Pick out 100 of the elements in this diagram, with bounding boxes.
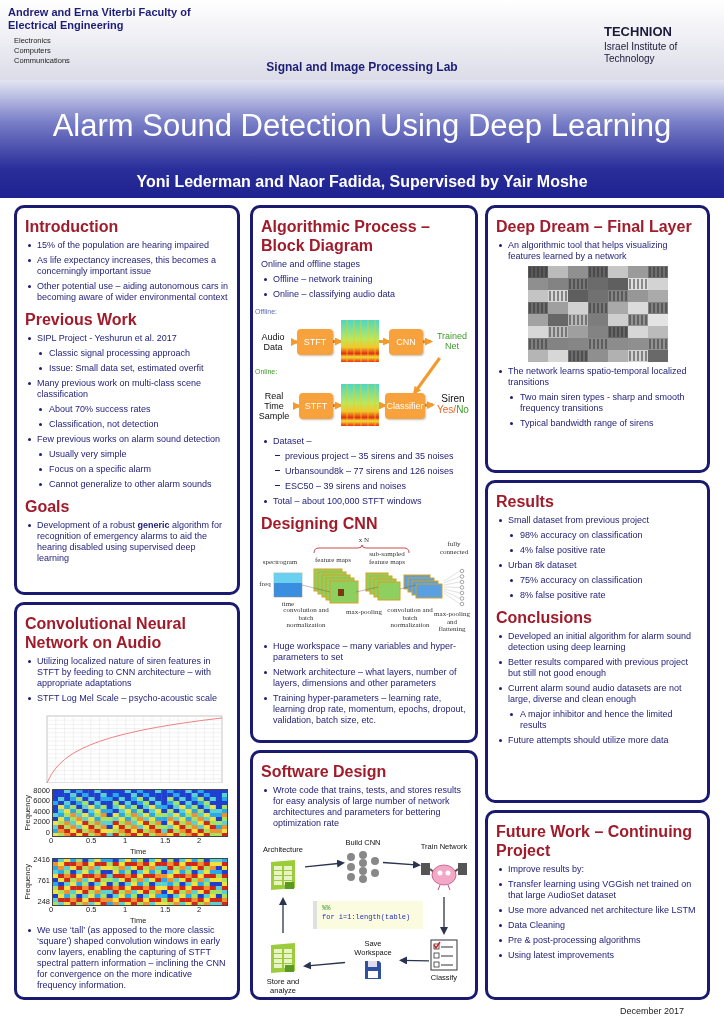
process-box: STFT (299, 393, 333, 420)
arrow (440, 896, 448, 936)
section-heading: Deep Dream – Final Layer (496, 217, 693, 237)
bullet-item: Transfer learning using VGGish net trained on that large AudioSet dataset (496, 879, 699, 902)
section-heading: Conclusions (496, 608, 593, 628)
section-heading: Previous Work (25, 310, 138, 330)
sub-bullet-item: 98% accuracy on classification (496, 530, 699, 542)
bullet-item: Network architecture – what layers, number of layers, dimensions and other parameters (261, 667, 467, 690)
result-label: Yes/ (437, 404, 457, 416)
bullet-item: As life expectancy increases, this becomes a concerningly important issue (25, 255, 229, 278)
process-box: STFT (297, 329, 333, 356)
spectrogram-thumbnail (341, 320, 379, 363)
bullet-item: Better results compared with previous project but still not good enough (496, 657, 699, 680)
faculty-name: Andrew and Erna Viterbi Faculty of Electrical Engineering (8, 6, 192, 33)
bullet-item: Offline – network training (261, 274, 467, 286)
sub-bullet-item: Classic signal processing approach (25, 348, 229, 360)
arrow (399, 956, 430, 965)
date-label: December 2017 (620, 1006, 685, 1017)
poster-title: Alarm Sound Detection Using Deep Learning (51, 108, 673, 144)
dash-item: previous project – 35 sirens and 35 noises (261, 451, 467, 463)
authors-line: Yoni Lederman and Naor Fadida, Supervised by Yair Moshe (135, 172, 589, 192)
spectrogram-thumbnail (341, 384, 379, 427)
input-label: Audio Data (260, 331, 286, 353)
section-heading: Future Work – Continuing Project (496, 822, 694, 861)
sub-bullet-item: Issue: Small data set, estimated overfit (25, 363, 229, 375)
section-heading: Designing CNN (261, 514, 379, 534)
paragraph: Online and offline stages (261, 259, 361, 271)
arrow (303, 961, 346, 970)
arrow (332, 337, 343, 346)
institute-name: TECHNION (604, 24, 672, 40)
sub-bullet-item: Focus on a specific alarm (25, 463, 229, 475)
section-panel (250, 205, 478, 743)
sub-bullet-item: Classification, not detection (25, 419, 229, 430)
bullet-item: Current alarm sound audio datasets are not large, diverse and clean enough (496, 683, 699, 705)
arrow (378, 401, 387, 410)
sub-bullet-item: Typical bandwidth range of sirens (496, 418, 699, 429)
arrow (291, 338, 299, 347)
arrow (424, 401, 435, 410)
arrow (413, 357, 441, 395)
bullet-item: An algorithmic tool that helps visualizing features learned by a network (496, 240, 699, 263)
sub-bullet-item: 8% false positive rate (496, 590, 699, 601)
bullet-item: Wrote code that trains, tests, and stores results for easy analysis of large number of network architectures and parameters for bettering optimization rate (261, 785, 467, 830)
section-heading: Results (496, 492, 555, 512)
bullet-item: Developed an initial algorithm for alarm sound detection using deep learning (496, 631, 699, 654)
bullet-item: The network learns spatio-temporal localized transitions (496, 366, 699, 389)
sub-bullet-item: About 70% success rates (25, 404, 229, 416)
dash-item: ESC50 – 39 sirens and noises (261, 481, 467, 493)
institute-subtitle: Israel Institute of Technology (604, 41, 679, 65)
arrow (304, 859, 345, 868)
sub-bullet-item: Cannot generalize to other alarm sounds (25, 478, 229, 490)
bullet-item: Huge workspace – many variables and hyper-parameters to set (261, 641, 467, 664)
output-label: Siren (441, 392, 465, 405)
bullet-item: Many previous work on multi-class scene classification (25, 378, 229, 401)
bullet-item: Pre & post-processing algorithms (496, 935, 699, 947)
bullet-item: Urban 8k dataset (496, 560, 699, 572)
section-panel (485, 480, 710, 803)
arrow (382, 860, 421, 869)
section-panel (14, 205, 240, 595)
bullet-item: Small dataset from previous project (496, 515, 699, 527)
bullet-item: STFT Log Mel Scale – psycho-acoustic scale (25, 693, 229, 705)
sub-bullet-item: 75% accuracy on classification (496, 575, 699, 587)
section-panel (250, 750, 478, 1000)
bullet-item: SIPL Project - Yeshurun et al. 2017 (25, 333, 229, 345)
section-panel (485, 205, 710, 473)
input-label: Real Time Sample (257, 390, 291, 422)
lab-name: Signal and Image Processing Lab (265, 60, 459, 75)
section-panel (14, 602, 240, 1000)
process-box: CNN (389, 329, 423, 356)
section-heading: Algorithmic Process – Block Diagram (261, 217, 431, 256)
bullet-item: Utilizing localized nature of siren features in STFT by feeding to CNN architecture – with appropriate adaptations (25, 656, 229, 690)
arrow (378, 337, 391, 346)
bullet-item: Few previous works on alarm sound detection (25, 434, 229, 445)
bullet-item: Improve results by: (496, 864, 699, 876)
section-heading: Introduction (25, 217, 120, 237)
process-box: Classifier (385, 393, 425, 420)
arrow (332, 401, 343, 410)
bullet-item: Total – about 100,000 STFT windows (261, 496, 467, 508)
sub-bullet-item: Usually very simple (25, 448, 229, 460)
bullet-item: Future attempts should utilize more data (496, 734, 699, 746)
result-label: No (456, 404, 469, 416)
section-heading: Software Design (261, 762, 388, 782)
sub-bullet-item: 4% false positive rate (496, 545, 699, 557)
arrow (422, 337, 433, 346)
section-panel (485, 810, 710, 1000)
bullet-item: Development of a robust generic algorithm for recognition of emergency alarms to aid the hearing disabled using supervised deep learning (25, 520, 229, 564)
output-label: Trained Net (435, 330, 469, 352)
section-heading: Goals (25, 496, 71, 517)
section-heading: Convolutional Neural Network on Audio (25, 614, 187, 653)
bullet-item: Use more advanced net architecture like LSTM (496, 905, 699, 917)
bullet-item: Other potential use – aiding autonomous cars in becoming aware of wider environmental context (25, 281, 229, 304)
bullet-item: Dataset – (261, 436, 467, 448)
sub-bullet-item: Two main siren types - sharp and smooth frequency transitions (496, 392, 699, 414)
bullet-item: Online – classifying audio data (261, 289, 467, 301)
sub-bullet-item: A major inhibitor and hence the limited results (496, 709, 699, 731)
dash-item: Urbansound8k – 77 sirens and 126 noises (261, 466, 467, 478)
arrow (279, 897, 287, 934)
bullet-item: Training hyper-parameters – learning rate, learning drop rate, momentum, epochs, dropout, validation, batch size, etc. (261, 693, 467, 727)
bullet-item: Using latest improvements (496, 950, 699, 962)
arrow (293, 402, 301, 411)
bullet-item: Data Cleaning (496, 920, 699, 932)
